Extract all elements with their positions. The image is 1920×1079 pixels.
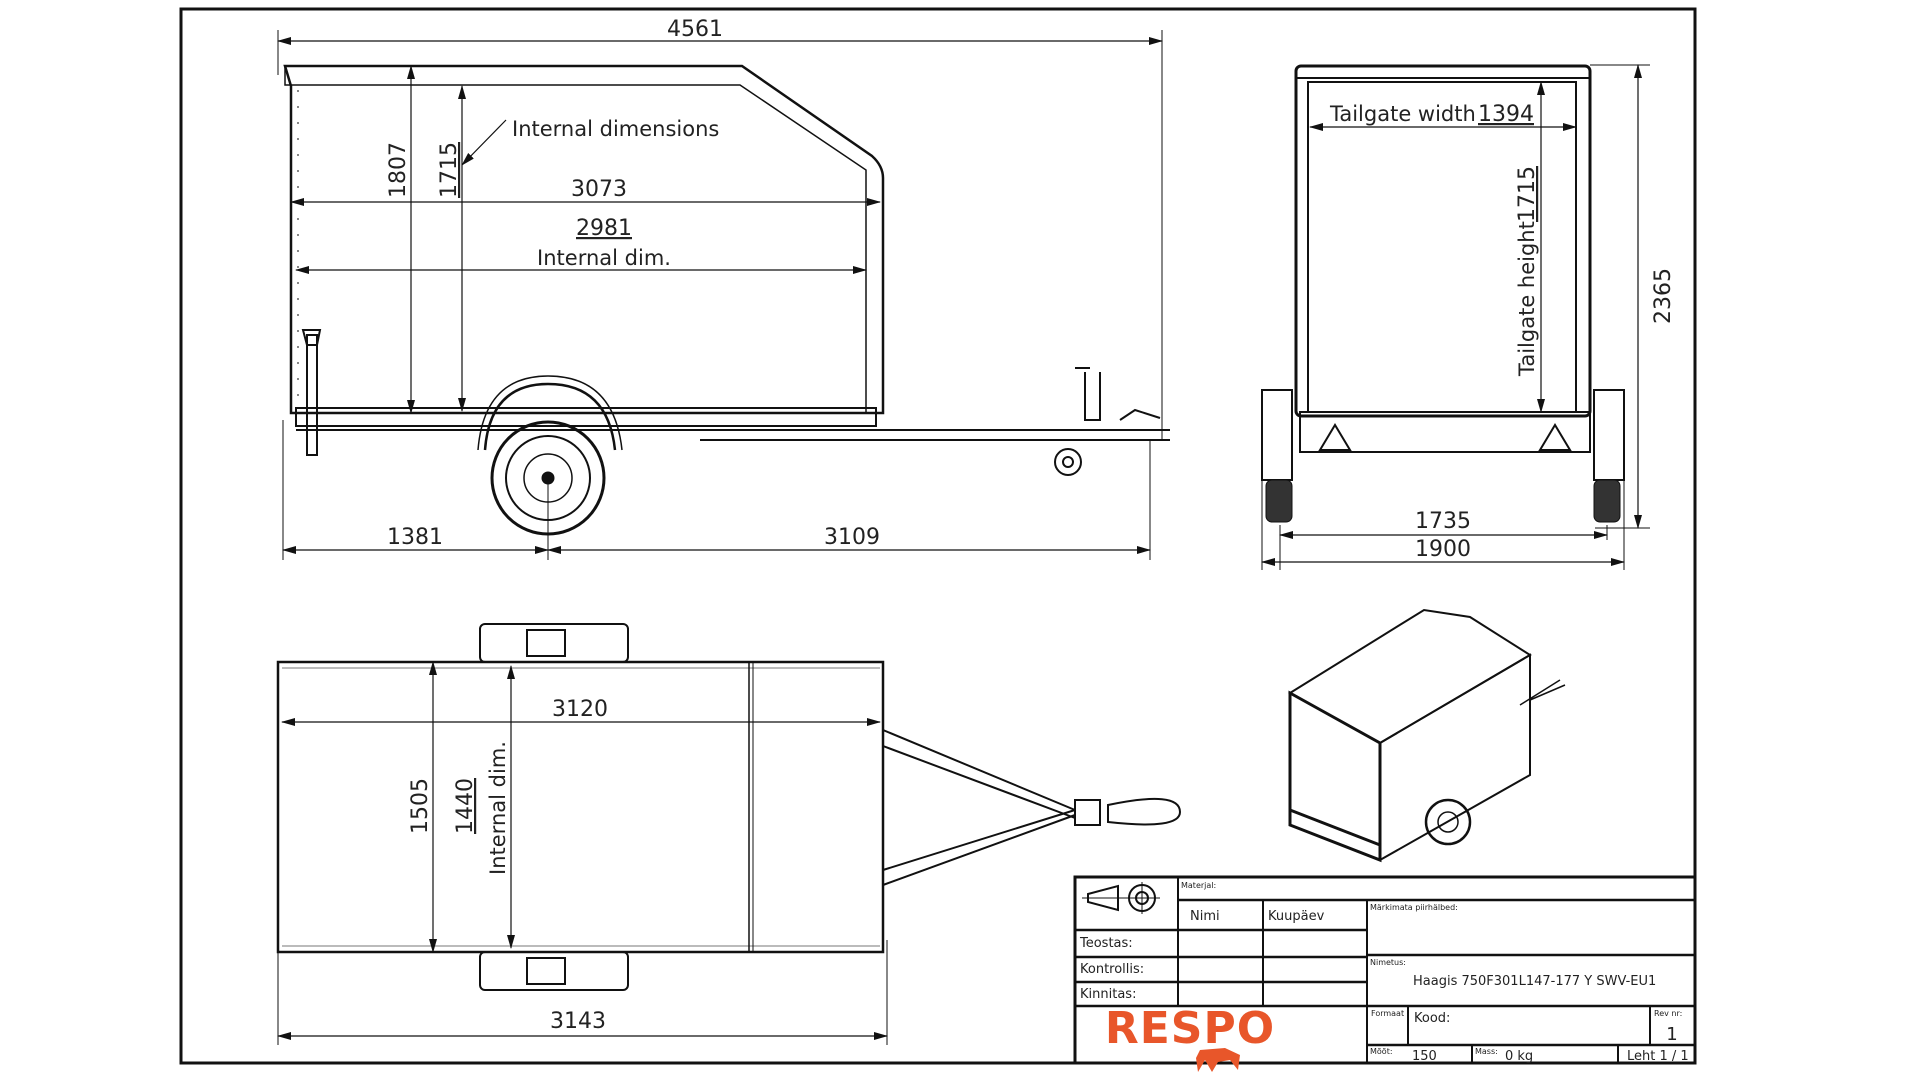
dim-tailgate-height: 1715 (1515, 166, 1540, 222)
tb-date-column: Kuupäev (1268, 909, 1325, 924)
side-view (277, 30, 1170, 560)
label-internal-dim-side: Internal dim. (537, 246, 671, 270)
tb-scale-value: 150 (1412, 1049, 1437, 1064)
dim-internal-width: 1440 (453, 778, 478, 834)
tb-designation: Haagis 750F301L147-177 Y SWV-EU1 (1413, 974, 1656, 989)
label-tailgate-height: Tailgate height (1515, 221, 1539, 377)
isometric-view (1288, 608, 1566, 863)
tb-name-column: Nimi (1190, 909, 1220, 924)
tb-mass-label: Mass: (1475, 1047, 1498, 1056)
dim-overall-width: 1900 (1415, 537, 1471, 562)
dim-box-length: 3073 (571, 177, 627, 202)
tb-marks-label: Märkimata piirhälbed: (1370, 903, 1458, 912)
dim-tailgate-width: 1394 (1478, 102, 1534, 127)
tb-row-kontrollis: Kontrollis: (1080, 962, 1144, 977)
dim-platform-length: 3143 (550, 1009, 606, 1034)
tb-sheet-label: Leht 1 / 1 (1627, 1049, 1689, 1064)
label-internal-dim-top: Internal dim. (486, 741, 510, 875)
projection-symbol-icon (1087, 884, 1119, 912)
dim-internal-height: 1715 (437, 142, 462, 198)
tb-scale-label: Mõõt: (1370, 1047, 1393, 1056)
rear-view (1261, 64, 1650, 570)
tb-rev-label: Rev nr: (1654, 1009, 1682, 1018)
dim-external-width: 1505 (408, 778, 433, 834)
tb-row-kinnitas: Kinnitas: (1080, 987, 1136, 1002)
label-internal-dimensions: Internal dimensions (512, 117, 719, 141)
bull-logo-icon (1196, 1048, 1240, 1072)
tb-designation-label: Nimetus: (1370, 958, 1406, 967)
tb-row-teostas: Teostas: (1079, 936, 1133, 951)
label-tailgate-width: Tailgate width (1329, 102, 1476, 126)
drawing-frame (179, 7, 1697, 1065)
dim-internal-length: 2981 (576, 216, 632, 241)
dim-external-height: 1807 (386, 142, 411, 198)
dim-axle-to-coupling: 3109 (824, 525, 880, 550)
dim-overall-length: 4561 (667, 17, 723, 42)
title-block (1073, 875, 1697, 1065)
respo-logo: RESPO (1105, 1003, 1275, 1054)
dim-overall-height: 2365 (1651, 268, 1676, 324)
tb-material-label: Materjal: (1181, 881, 1216, 890)
tb-rev-value: 1 (1666, 1024, 1677, 1045)
dim-top-box-length: 3120 (552, 697, 608, 722)
tb-format-label: Formaat (1371, 1009, 1404, 1018)
dim-rear-to-axle: 1381 (387, 525, 443, 550)
tb-mass-value: 0 kg (1505, 1049, 1533, 1064)
dim-track-width: 1735 (1415, 509, 1471, 534)
top-view (276, 623, 1182, 1045)
tb-code-label: Kood: (1414, 1011, 1450, 1026)
